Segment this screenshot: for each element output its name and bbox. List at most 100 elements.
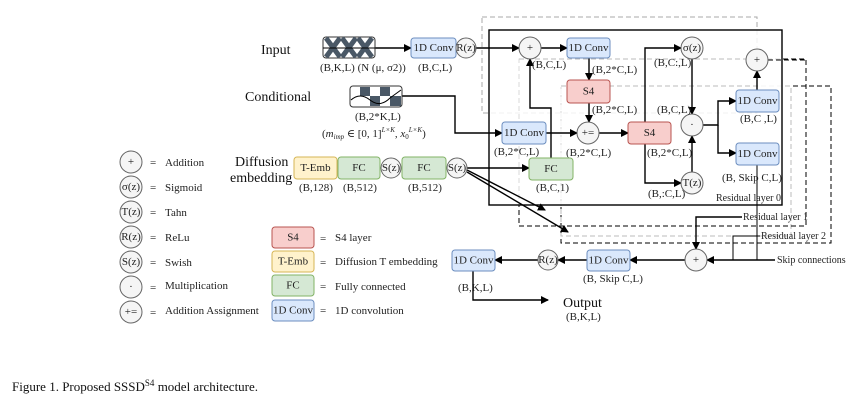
skip-connections-label: Skip connections [777,255,846,266]
svg-text:T-Emb: T-Emb [278,256,309,268]
residual-layer-2-label: Residual layer 2 [761,231,826,242]
svg-text:Swish: Swish [165,257,192,269]
final-conv-block [451,249,496,272]
diffusion-label-line2: embedding [230,171,292,186]
sigmoid-label: σ(z) [683,42,701,54]
skip-conv-label: 1D Conv [737,148,778,160]
svg-text:S(z): S(z) [122,256,141,268]
swish-node-2 [446,157,468,179]
svg-text:σ(z): σ(z) [122,181,140,193]
svg-text:=: = [150,307,156,319]
skip-conv-shape: (B, Skip C,L) [722,172,782,184]
legend-item-sigmoid: σ(z) = Sigmoid [119,175,203,199]
residual-out-conv-block [735,89,780,113]
s4-block-1 [566,79,611,104]
svg-text:T(z): T(z) [122,206,141,218]
svg-text:=: = [150,282,156,294]
svg-text:=: = [150,182,156,194]
skip-add-node [684,248,708,272]
svg-text:=: = [320,305,326,317]
conditional-conv-shape: (B,2*C,L) [494,146,540,158]
final-conv-label: 1D Conv [453,255,494,267]
output-relu-node [537,249,559,271]
legend-boxes: S4=S4 layer T-Emb=Diffusion T embedding … [271,226,438,322]
connectors [375,44,806,304]
svg-text:Tahn: Tahn [165,207,187,219]
svg-text:=: = [320,281,326,293]
svg-text:ReLu: ReLu [165,232,190,244]
output-label: Output [563,296,602,311]
svg-text:FC: FC [286,280,299,292]
svg-text:+=: += [125,306,137,318]
legend-item-relu: R(z)=ReLu [119,225,190,249]
temb-shape: (B,128) [299,182,333,194]
diffusion-label-line1: Diffusion [235,155,288,170]
legend-item-addition-assignment: += = Addition Assignment [119,300,259,324]
conditional-shape: (B,2*K,L) [355,111,401,123]
input-label: Input [261,43,291,58]
svg-text:·: · [129,281,133,293]
svg-text:=: = [320,257,326,269]
output-skip-conv-block [586,249,631,272]
fc2-label: FC [417,162,430,174]
sigmoid-shape: (B,C:,L) [654,57,692,69]
svg-text:Addition Assignment: Addition Assignment [165,305,259,317]
add-assign-label: += [582,127,594,139]
add-assign-shape: (B,2*C,L) [566,147,612,159]
conditional-mask-image [349,85,403,108]
tanh-node [680,171,704,195]
svg-text:S4 layer: S4 layer [335,232,372,244]
skip-conv-block [735,142,780,166]
svg-text:=: = [150,257,156,269]
fc2-block [401,156,447,180]
residual-layer-1-label: Residual layer 1 [743,212,808,223]
residual-add-node [518,36,542,60]
svg-text:Multiplication: Multiplication [165,280,228,292]
figure-caption: Figure 1. Proposed SSSDS4 model architec… [12,378,258,394]
conditional-conv-block [501,121,547,145]
residual-out-conv-label: 1D Conv [737,95,778,107]
input-relu-node [455,37,477,59]
residual-conv-shape: (B,2*C,L) [592,64,638,76]
s4-shape-1: (B,2*C,L) [592,104,638,116]
inner-fc-block [528,157,574,181]
residual-out-add-node [745,48,769,72]
input-noise-image [322,36,376,59]
svg-text:+: + [128,156,134,168]
svg-text:1D convolution: 1D convolution [335,305,404,317]
output-skip-conv-label: 1D Conv [588,255,629,267]
skip-add-label: + [693,254,699,266]
input-conv-shape: (B,C,L) [418,62,453,74]
legend-item-temb: T-Emb=Diffusion T embedding [271,250,438,273]
output-shape: (B,K,L) [566,311,601,323]
conditional-conv-label: 1D Conv [504,127,545,139]
legend-item-tanh: T(z)=Tahn [119,200,187,224]
svg-text:R(z): R(z) [121,231,141,243]
svg-text:S4: S4 [287,232,299,244]
fc1-block [337,156,381,180]
multiply-label: · [690,119,694,131]
residual-layer-0-label: Residual layer 0 [716,193,781,204]
svg-text:=: = [150,157,156,169]
input-conv-label: 1D Conv [413,42,454,54]
svg-text:Sigmoid: Sigmoid [165,182,203,194]
conditional-formula: (mimp ∈ [0, 1]L×K, x0L×K) [322,126,426,141]
temb-label: T-Emb [300,162,331,174]
inner-fc-label: FC [544,163,557,175]
fc2-shape: (B,512) [408,182,442,194]
residual-out-add-label: + [754,54,760,66]
legend-symbols: +=Addition σ(z)=Sigmoid T(z)=Tahn R(z)=R… [119,150,259,324]
s4-shape-2: (B,2*C,L) [647,147,693,159]
tanh-shape: (B,:C,L) [648,188,686,200]
legend-item-multiplication: · = Multiplication [119,275,228,299]
conditional-label: Conditional [245,90,311,105]
swish-label-2: S(z) [448,162,467,174]
residual-add-label: + [527,42,533,54]
swish-node-1 [380,157,402,179]
svg-text:Fully connected: Fully connected [335,281,406,293]
legend-item-swish: S(z) = Swish [119,250,192,274]
legend-item-conv: 1D Conv = 1D convolution [271,299,404,322]
s4-block-2 [627,121,672,145]
svg-text:1D Conv: 1D Conv [273,305,314,317]
legend-item-addition: +=Addition [119,150,205,174]
